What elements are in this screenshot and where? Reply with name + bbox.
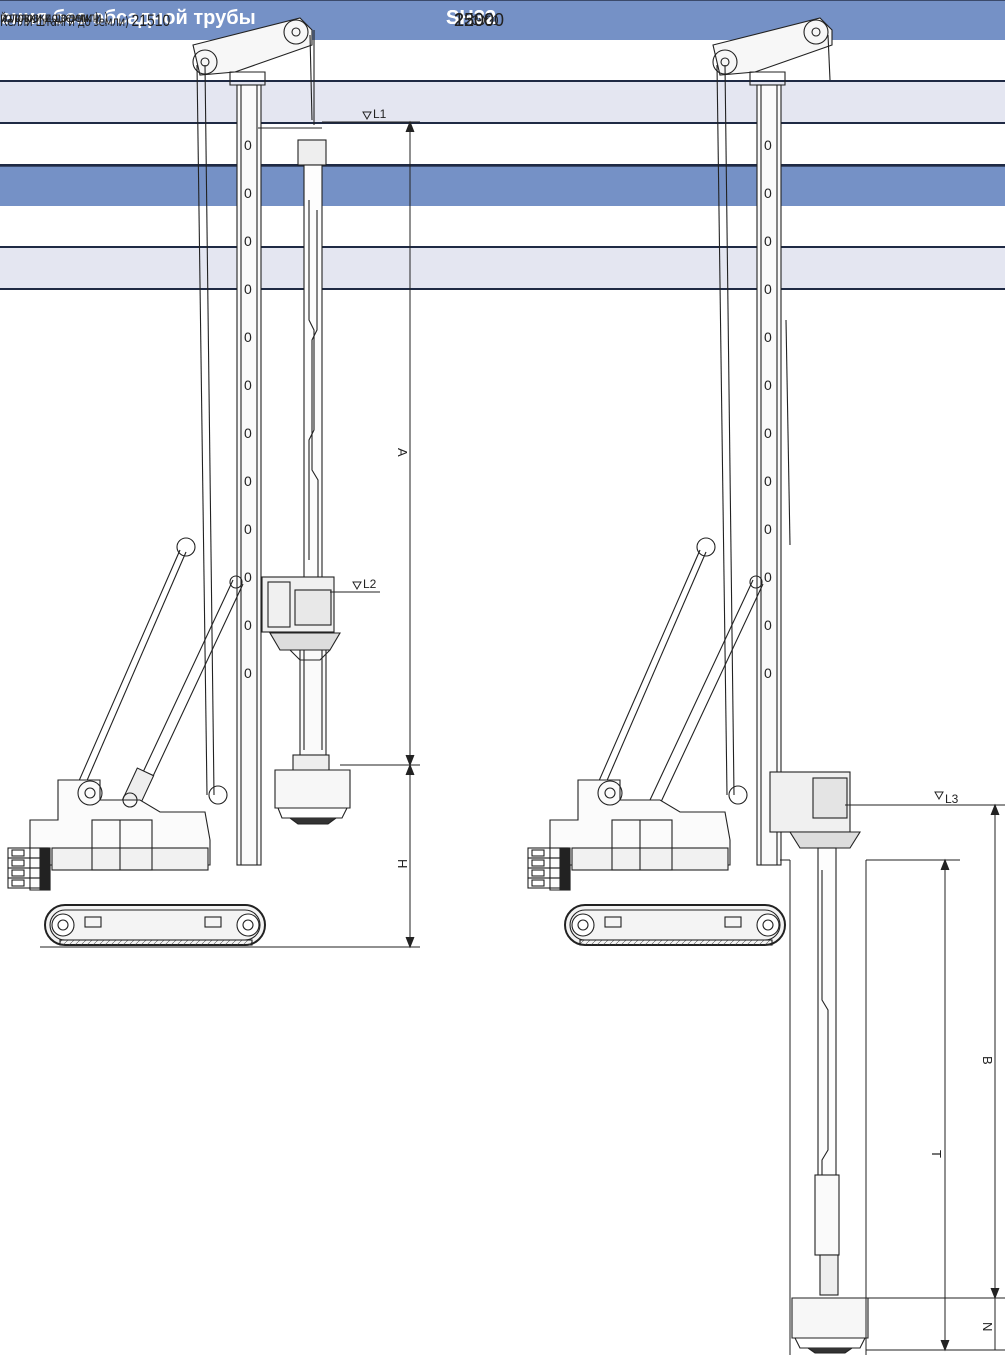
mast-marking: 0 xyxy=(764,569,772,585)
model-column-header: SH32 xyxy=(446,7,497,29)
right-dimensions xyxy=(780,791,1005,1355)
row-value: 3960 xyxy=(472,12,499,28)
left-mast-markings: 0 0 0 0 0 0 0 0 0 0 0 0 xyxy=(244,137,252,681)
row-description: головки до земли ) xyxy=(0,11,99,26)
mast-marking: 0 xyxy=(244,569,252,585)
mast-marking: 0 xyxy=(244,377,252,393)
row-value: 2500 xyxy=(454,10,495,30)
right-mast-markings: 0 0 0 0 0 0 0 0 0 0 0 0 xyxy=(764,137,772,681)
left-rig xyxy=(7,17,420,948)
mast-marking: 0 xyxy=(764,665,772,681)
dim-label-h: H xyxy=(395,859,410,868)
mast-marking: 0 xyxy=(764,617,772,633)
mast-marking: 0 xyxy=(244,473,252,489)
mast-marking: 0 xyxy=(764,521,772,537)
row-value: 2200 xyxy=(454,10,495,30)
table-row: Келли-штанги до земли) 21510 xyxy=(0,11,1005,82)
mast-marking: 0 xyxy=(244,617,252,633)
spec-table-no-casing: ения без обсадной трубы SH32 Келли-штанг… xyxy=(0,0,1005,166)
mast-marking: 0 xyxy=(244,233,252,249)
dim-label-a: A xyxy=(395,448,410,457)
mast-marking: 0 xyxy=(764,137,772,153)
dim-label-b: B xyxy=(980,1056,995,1065)
table-row: 2200 xyxy=(0,10,1005,290)
mast-marking: 0 xyxy=(764,233,772,249)
mast-marking: 0 xyxy=(244,425,252,441)
dim-label-n: N xyxy=(980,1322,995,1331)
mast-marking: 0 xyxy=(764,329,772,345)
mast-marking: 0 xyxy=(244,281,252,297)
mast-marking: 0 xyxy=(764,281,772,297)
mast-marking: 0 xyxy=(764,185,772,201)
mast-marking: 0 xyxy=(764,425,772,441)
mast-marking: 0 xyxy=(244,329,252,345)
table-title: ения без обсадной трубы xyxy=(0,7,256,29)
mast-marking: 0 xyxy=(244,185,252,201)
row-value: 13960 xyxy=(454,10,505,30)
table-row: й головки до земли ) 13960 xyxy=(0,10,1005,124)
row-description: Келли-штанги до земли) 21510 xyxy=(0,11,171,30)
mast-marking: 0 xyxy=(764,473,772,489)
mast-marking: 0 xyxy=(764,377,772,393)
left-dimensions xyxy=(322,111,420,949)
level-label-l3: L3 xyxy=(945,792,959,806)
right-rig xyxy=(527,17,869,1354)
row-value: 21510 xyxy=(131,11,171,30)
mast-marking: 0 xyxy=(244,665,252,681)
dim-label-t: T xyxy=(929,1150,944,1158)
level-label-l2: L2 xyxy=(363,577,377,591)
model-column-header: SH32 xyxy=(446,7,497,29)
mast-marking: 0 xyxy=(244,521,252,537)
row-description: й головки до земли ) xyxy=(0,11,108,26)
table-header: SH32 xyxy=(0,7,1005,206)
table-header: ения без обсадной трубы SH32 xyxy=(0,0,1005,40)
table-row: головки до земли ) 3960 xyxy=(0,11,1005,166)
spec-table-2: SH32 2500 2200 xyxy=(0,7,1005,290)
table-row: 2500 xyxy=(0,10,1005,248)
mast-marking: 0 xyxy=(244,137,252,153)
level-label-l1: L1 xyxy=(373,107,387,121)
